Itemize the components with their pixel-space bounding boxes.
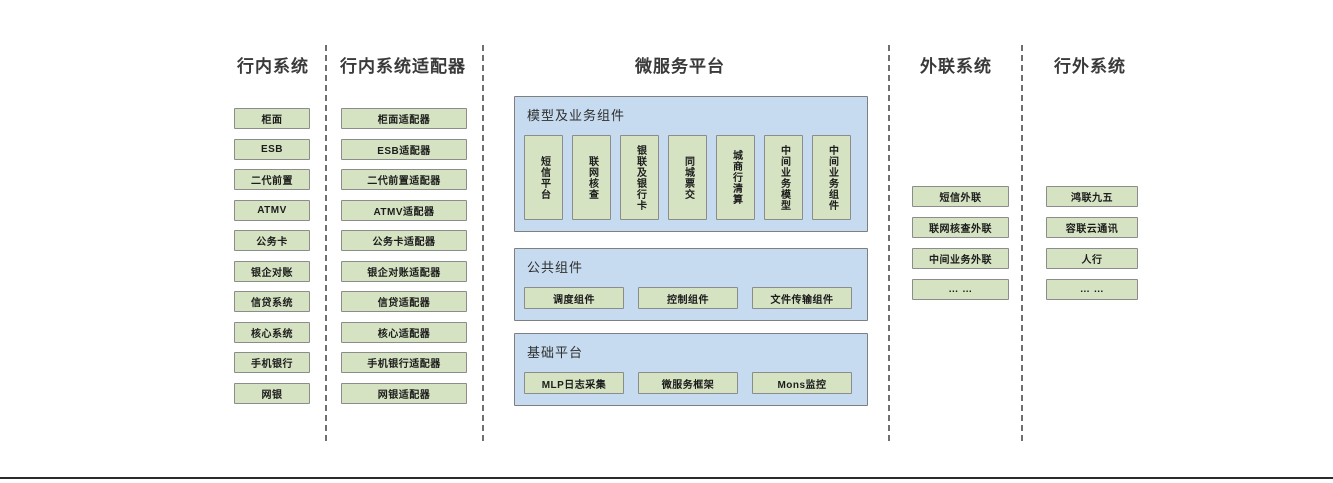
node-public-components-2[interactable]: 文件传输组件 bbox=[752, 287, 852, 309]
node-in-bank-adapters-1[interactable]: ESB适配器 bbox=[341, 138, 467, 160]
node-in-bank-adapters-9[interactable]: 网银适配器 bbox=[341, 382, 467, 404]
node-in-bank-adapters-8[interactable]: 手机银行适配器 bbox=[341, 352, 467, 373]
node-model-and-business-components-6[interactable]: 中间业务组件 bbox=[812, 135, 851, 220]
node-in-bank-systems-7[interactable]: 核心系统 bbox=[234, 321, 310, 343]
node-model-and-business-components-3[interactable]: 同城票交 bbox=[668, 135, 707, 220]
node-in-bank-systems-4[interactable]: 公务卡 bbox=[234, 230, 310, 251]
column-divider-4 bbox=[1021, 45, 1023, 441]
node-in-bank-adapters-3[interactable]: ATMV适配器 bbox=[341, 199, 467, 221]
node-in-bank-systems-3[interactable]: ATMV bbox=[234, 199, 310, 221]
node-in-bank-systems-0[interactable]: 柜面 bbox=[234, 108, 310, 129]
column-divider-3 bbox=[888, 45, 890, 441]
node-base-platform-1[interactable]: 微服务框架 bbox=[638, 372, 738, 394]
bottom-rule bbox=[0, 477, 1333, 479]
node-model-and-business-components-5[interactable]: 中间业务模型 bbox=[764, 135, 803, 220]
node-out-of-bank-systems-2[interactable]: 人行 bbox=[1046, 248, 1138, 269]
column-title-external-link-systems: 外联系统 bbox=[920, 57, 992, 76]
column-title-out-of-bank-systems: 行外系统 bbox=[1054, 57, 1126, 76]
panel-public-components: 公共组件 bbox=[514, 248, 868, 321]
node-external-link-systems-0[interactable]: 短信外联 bbox=[912, 186, 1009, 207]
column-title-in-bank-systems: 行内系统 bbox=[237, 57, 309, 76]
node-out-of-bank-systems-0[interactable]: 鸿联九五 bbox=[1046, 186, 1138, 207]
node-in-bank-adapters-7[interactable]: 核心适配器 bbox=[341, 321, 467, 343]
panel-title-public-components: 公共组件 bbox=[527, 260, 584, 275]
node-external-link-systems-2[interactable]: 中间业务外联 bbox=[912, 248, 1009, 269]
node-in-bank-adapters-0[interactable]: 柜面适配器 bbox=[341, 108, 467, 129]
node-public-components-0[interactable]: 调度组件 bbox=[524, 287, 624, 309]
node-model-and-business-components-4[interactable]: 城商行清算 bbox=[716, 135, 755, 220]
node-base-platform-0[interactable]: MLP日志采集 bbox=[524, 372, 624, 394]
node-public-components-1[interactable]: 控制组件 bbox=[638, 287, 738, 309]
panel-title-model-and-business-components: 模型及业务组件 bbox=[527, 108, 626, 123]
node-in-bank-adapters-2[interactable]: 二代前置适配器 bbox=[341, 169, 467, 190]
node-out-of-bank-systems-3[interactable]: … … bbox=[1046, 279, 1138, 300]
node-in-bank-adapters-6[interactable]: 信贷适配器 bbox=[341, 291, 467, 312]
node-in-bank-systems-9[interactable]: 网银 bbox=[234, 382, 310, 404]
node-in-bank-systems-8[interactable]: 手机银行 bbox=[234, 352, 310, 373]
node-external-link-systems-1[interactable]: 联网核查外联 bbox=[912, 217, 1009, 238]
node-in-bank-systems-6[interactable]: 信贷系统 bbox=[234, 291, 310, 312]
node-out-of-bank-systems-1[interactable]: 容联云通讯 bbox=[1046, 217, 1138, 238]
node-model-and-business-components-2[interactable]: 银联及银行卡 bbox=[620, 135, 659, 220]
node-in-bank-systems-1[interactable]: ESB bbox=[234, 138, 310, 160]
node-in-bank-systems-2[interactable]: 二代前置 bbox=[234, 169, 310, 190]
node-external-link-systems-3[interactable]: … … bbox=[912, 279, 1009, 300]
panel-title-base-platform: 基础平台 bbox=[527, 345, 584, 360]
platform-title: 微服务平台 bbox=[635, 57, 725, 76]
node-base-platform-2[interactable]: Mons监控 bbox=[752, 372, 852, 394]
column-divider-1 bbox=[325, 45, 327, 441]
column-title-in-bank-adapters: 行内系统适配器 bbox=[340, 57, 466, 76]
node-in-bank-adapters-5[interactable]: 银企对账适配器 bbox=[341, 260, 467, 282]
column-divider-2 bbox=[482, 45, 484, 441]
node-in-bank-systems-5[interactable]: 银企对账 bbox=[234, 260, 310, 282]
node-model-and-business-components-1[interactable]: 联网核查 bbox=[572, 135, 611, 220]
node-in-bank-adapters-4[interactable]: 公务卡适配器 bbox=[341, 230, 467, 251]
node-model-and-business-components-0[interactable]: 短信平台 bbox=[524, 135, 563, 220]
panel-base-platform: 基础平台 bbox=[514, 333, 868, 406]
